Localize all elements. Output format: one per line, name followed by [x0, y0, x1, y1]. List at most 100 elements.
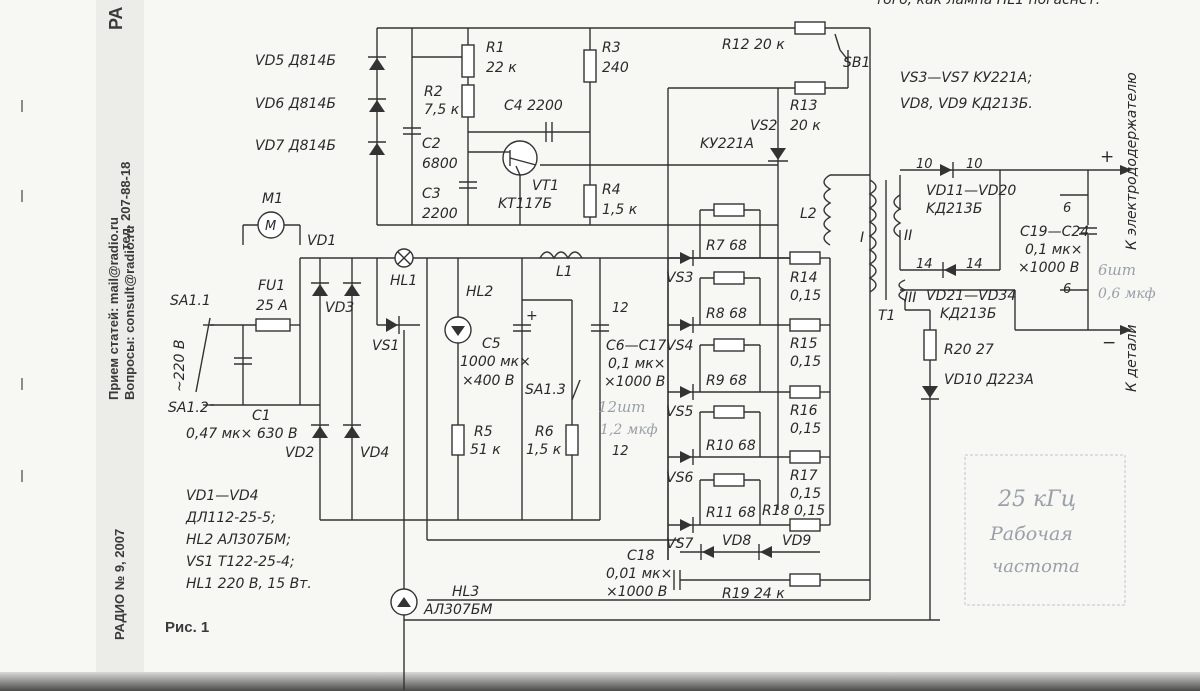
label-12-top: 12	[612, 301, 629, 316]
label-to-holder: К электрододержателю	[1124, 72, 1140, 250]
svg-text:M: M	[265, 219, 276, 234]
thyristor-vs5	[680, 384, 694, 400]
label-winding-ii: II	[904, 228, 912, 244]
label-vd2: VD2	[285, 445, 314, 461]
resistor-r1	[461, 44, 475, 78]
label-c5-value2: ×400 В	[462, 373, 515, 389]
note-vs3-vs7: VS3—VS7 KУ221A;	[900, 70, 1032, 86]
resistor-r15	[789, 318, 821, 332]
label-to-part: К детали	[1124, 325, 1140, 392]
label-r2: R2	[424, 84, 443, 100]
label-r17: R17	[790, 468, 818, 484]
label-r19: R19 24 к	[722, 586, 785, 602]
label-vt1-value: KT117Б	[498, 196, 552, 212]
sidebar-mail: Прием статей: mail@radio.ru	[106, 217, 121, 400]
label-r9: R9 68	[706, 373, 747, 389]
label-vd8: VD8	[722, 533, 751, 549]
handwritten-c19-count: 6шт	[1098, 261, 1136, 279]
label-vs5: VS5	[666, 404, 693, 420]
label-c2: C2	[422, 136, 441, 152]
legend-line2: ДЛ112-25-5;	[185, 510, 276, 526]
label-r6-value: 1,5 к	[526, 442, 562, 458]
label-c18-value1: 0,01 мк×	[606, 566, 672, 582]
label-vs7: VS7	[666, 536, 693, 552]
handwritten-c6-total: 1,2 мкф	[600, 422, 658, 438]
label-10b: 10	[966, 157, 983, 172]
label-winding-i: I	[860, 230, 864, 246]
label-r3: R3	[602, 40, 621, 56]
capacitor-c4	[545, 122, 553, 142]
diode-vd21-vd34	[942, 262, 956, 278]
resistor-r5	[451, 424, 465, 456]
label-14b: 14	[966, 257, 983, 272]
label-r7: R7 68	[706, 238, 747, 254]
diode-vd4	[343, 424, 361, 438]
thyristor-vs6	[680, 449, 694, 465]
diode-vd8	[700, 544, 714, 560]
label-c6-value1: 0,1 мк×	[608, 356, 665, 372]
resistor-r8	[713, 271, 745, 285]
switch-sa13	[571, 379, 581, 401]
legend-line1: VD1—VD4	[186, 488, 259, 504]
label-r3-value: 240	[602, 60, 629, 76]
label-r20: R20 27	[944, 342, 994, 358]
resistor-r2	[461, 84, 475, 118]
label-r1-value: 22 к	[486, 60, 517, 76]
label-r18: R18 0,15	[762, 503, 825, 519]
c5-polarity: +	[526, 308, 538, 324]
legend-line3: HL2 AЛ307БМ;	[186, 532, 291, 548]
resistor-r11	[713, 473, 745, 487]
label-c18-value2: ×1000 В	[606, 584, 667, 600]
label-r14: R14	[790, 270, 818, 286]
legend-line5: HL1 220 В, 15 Вт.	[186, 576, 312, 592]
label-t1: T1	[878, 308, 895, 324]
label-vs6: VS6	[666, 470, 693, 486]
scan-shadow	[0, 672, 1200, 691]
label-vd11: VD11—VD20	[926, 183, 1016, 199]
label-sa12: SA1.2	[168, 400, 209, 416]
label-vd6: VD6 Д814Б	[255, 96, 336, 112]
resistor-r6	[565, 424, 579, 456]
figure-caption: Рис. 1	[165, 619, 209, 636]
label-c3-value: 2200	[422, 206, 458, 222]
label-vs3: VS3	[666, 270, 693, 286]
capacitor-c5	[513, 324, 531, 332]
button-sb1	[834, 33, 849, 61]
resistor-r10	[713, 405, 745, 419]
thyristor-bank-wires	[404, 165, 940, 621]
header-fragment: того, как лампа HL1 погаснет.	[875, 0, 1100, 8]
label-fu1-value: 25 A	[256, 298, 288, 314]
diode-vd3	[343, 282, 361, 296]
label-c19-value2: ×1000 В	[1018, 260, 1079, 276]
label-plus: +	[1100, 147, 1114, 167]
label-hl2: HL2	[466, 284, 493, 300]
label-vd21: VD21—VD34	[926, 288, 1016, 304]
inductor-l2	[823, 174, 832, 246]
sidebar-consult: Вопросы: consult@radio.ru	[122, 225, 137, 400]
label-vd5: VD5 Д814Б	[255, 53, 336, 69]
label-vd9: VD9	[782, 533, 811, 549]
label-r13: R13	[790, 98, 818, 114]
label-sb1: SB1	[843, 55, 870, 71]
label-vd11-value: KД213Б	[926, 201, 982, 217]
note-vd8-vd9: VD8, VD9 KД213Б.	[900, 96, 1033, 112]
label-hl1: HL1	[390, 273, 417, 289]
label-m1: M1	[262, 191, 283, 207]
capacitor-c3	[459, 181, 477, 189]
label-vd1: VD1	[307, 233, 336, 249]
label-c5: C5	[482, 336, 501, 352]
resistor-r13	[794, 81, 826, 95]
handwritten-frequency: 25 кГц	[997, 487, 1076, 512]
label-c5-value1: 1000 мк×	[460, 354, 531, 370]
title-fragment: РА	[106, 7, 126, 30]
magazine-side-strip	[96, 0, 144, 691]
thyristor-vs1	[386, 316, 400, 334]
transformer-secondary	[893, 194, 902, 238]
output-arrow-minus	[1120, 325, 1132, 335]
thyristor-vs7	[680, 517, 694, 533]
label-c2-value: 6800	[422, 156, 458, 172]
label-vd3: VD3	[325, 300, 354, 316]
diode-vd9	[758, 544, 772, 560]
